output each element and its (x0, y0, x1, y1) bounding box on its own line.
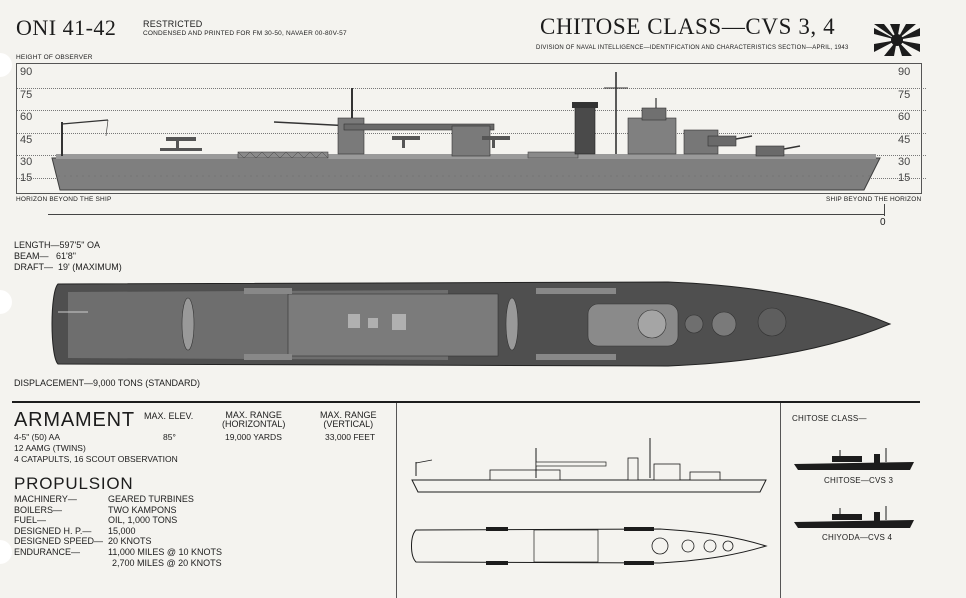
beam-spec: BEAM— 61'8" (14, 251, 76, 261)
armament-row1-elev: 85° (163, 432, 176, 442)
armament-row1-hrange: 19,000 YARDS (225, 432, 282, 442)
side-profile-ship (51, 72, 881, 191)
profile-right-edge (921, 63, 922, 193)
class-panel-title: CHITOSE CLASS— (792, 414, 867, 423)
chiyoda-label: CHIYODA—CVS 4 (822, 533, 893, 542)
restricted-note: CONDENSED AND PRINTED FOR FM 30-50, NAVA… (143, 30, 347, 37)
propulsion-label: MACHINERY— (14, 494, 77, 504)
propulsion-value: GEARED TURBINES (108, 494, 194, 504)
scale-zero: 0 (880, 217, 886, 228)
height-right-90: 90 (898, 66, 911, 78)
height-right-60: 60 (898, 111, 911, 123)
profile-horizon-rule (16, 193, 922, 194)
armament-row3: 4 CATAPULTS, 16 SCOUT OBSERVATION (14, 454, 178, 464)
height-left-15: 15 (20, 172, 33, 184)
propulsion-value: OIL, 1,000 TONS (108, 515, 178, 526)
propulsion-value: TWO KAMPONS (108, 504, 177, 515)
propulsion-label: FUEL— (14, 515, 47, 526)
restricted-label: RESTRICTED (143, 19, 203, 29)
height-of-observer-label: HEIGHT OF OBSERVER (16, 54, 93, 61)
propulsion-label (14, 558, 106, 569)
rising-sun-flag-icon (874, 24, 920, 56)
horizon-beyond-ship-label: HORIZON BEYOND THE SHIP (16, 196, 112, 203)
col-max-range-horizontal: MAX. RANGE (HORIZONTAL) (222, 410, 286, 429)
propulsion-labels: MACHINERY— BOILERS— FUEL— DESIGNED H. P.… (14, 494, 106, 568)
height-left-90: 90 (20, 66, 33, 78)
profile-top-rule (16, 63, 922, 64)
armament-title: ARMAMENT (14, 409, 135, 431)
propulsion-value: 11,000 MILES @ 10 KNOTS (108, 546, 223, 557)
plan-view-ship (51, 281, 892, 367)
length-spec: LENGTH—597'5" OA (14, 240, 100, 250)
propulsion-value: 15,000 (108, 525, 136, 536)
col-max-elev: MAX. ELEV. (144, 411, 194, 421)
height-left-30: 30 (20, 156, 33, 168)
propulsion-label: BOILERS— (14, 504, 63, 515)
punch-hole (0, 290, 12, 314)
document-code: ONI 41-42 (16, 15, 117, 40)
propulsion-values: GEARED TURBINES TWO KAMPONS OIL, 1,000 T… (108, 494, 222, 568)
profile-left-edge (16, 63, 17, 193)
armament-row2: 12 AAMG (TWINS) (14, 443, 86, 453)
section-divider (396, 403, 397, 598)
propulsion-title: PROPULSION (14, 474, 134, 493)
height-line-75 (16, 88, 926, 89)
ship-beyond-horizon-label: SHIP BEYOND THE HORIZON (826, 196, 922, 203)
scale-tick (884, 204, 885, 216)
armament-row1-name: 4-5" (50) AA (14, 432, 61, 442)
small-plan-drawing (411, 527, 768, 565)
height-left-75: 75 (20, 89, 33, 101)
height-right-45: 45 (898, 134, 911, 146)
propulsion-label: DESIGNED H. P.— (14, 525, 92, 536)
height-right-15: 15 (898, 172, 911, 184)
main-divider (12, 401, 920, 403)
propulsion-value: 20 KNOTS (108, 536, 152, 547)
armament-row1-vrange: 33,000 FEET (325, 432, 376, 442)
propulsion-label: DESIGNED SPEED— (14, 536, 104, 547)
height-left-60: 60 (20, 111, 33, 123)
height-line-60 (16, 110, 926, 111)
chitose-silhouette (794, 448, 914, 470)
sheet-title: CHITOSE CLASS—CVS 3, 4 (540, 14, 836, 39)
chiyoda-silhouette (794, 506, 914, 528)
col-max-range-vertical: MAX. RANGE (VERTICAL) (320, 410, 377, 429)
draft-spec: DRAFT— 19' (MAXIMUM) (14, 262, 122, 272)
propulsion-value: 2,700 MILES @ 20 KNOTS (112, 557, 222, 568)
height-right-75: 75 (898, 89, 911, 101)
punch-hole (0, 53, 12, 77)
sheet-subtitle: DIVISION OF NAVAL INTELLIGENCE—IDENTIFIC… (536, 45, 849, 51)
height-right-30: 30 (898, 156, 911, 168)
propulsion-label: ENDURANCE— (14, 546, 81, 557)
scale-line (48, 214, 884, 215)
displacement-spec: DISPLACEMENT—9,000 TONS (STANDARD) (14, 378, 201, 388)
small-profile-drawing (411, 438, 767, 493)
height-left-45: 45 (20, 134, 33, 146)
punch-hole (0, 540, 12, 564)
section-divider (780, 403, 781, 598)
chitose-label: CHITOSE—CVS 3 (824, 476, 894, 485)
